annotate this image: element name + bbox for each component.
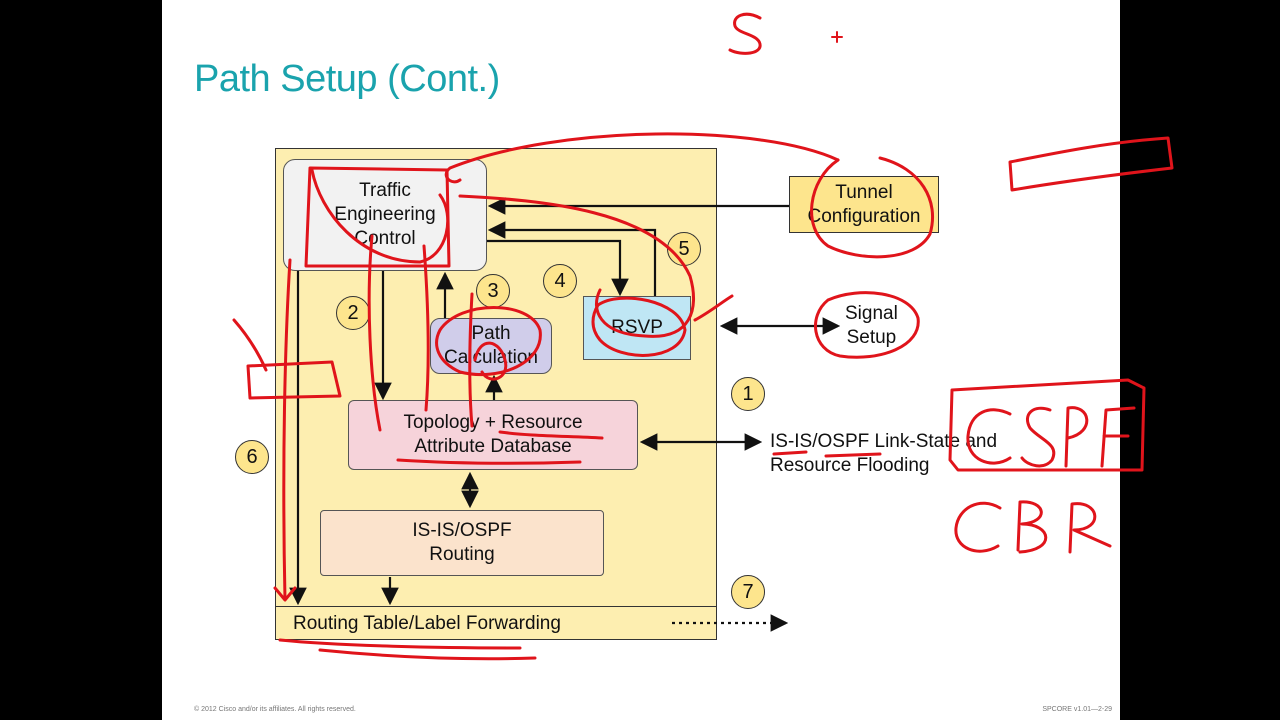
step-badge-4: 4 bbox=[543, 264, 577, 298]
signal-setup-label: Signal Setup bbox=[845, 303, 898, 348]
traffic-engineering-control-box: Traffic Engineering Control bbox=[283, 159, 487, 271]
topology-resource-database-box: Topology + Resource Attribute Database bbox=[348, 400, 638, 470]
tick-rsvp bbox=[693, 294, 734, 322]
arrow-arc-tunnel-to-tec bbox=[444, 132, 840, 184]
scribble-path-calculation bbox=[473, 341, 508, 381]
isis-ospf-routing-box: IS-IS/OSPF Routing bbox=[320, 510, 604, 576]
arrow-tec-to-rsvp bbox=[487, 239, 629, 297]
loop-tec-rsvp bbox=[458, 194, 695, 338]
step-badge-1: 1 bbox=[731, 377, 765, 411]
link-state-flooding-label: IS-IS/OSPF Link-State and Resource Flood… bbox=[770, 431, 998, 476]
handwritten-cbr bbox=[954, 500, 1112, 554]
circle-rsvp bbox=[591, 296, 687, 357]
copyright-footer: © 2012 Cisco and/or its affiliates. All … bbox=[194, 706, 356, 713]
circle-path-calculation bbox=[435, 306, 542, 377]
circle-tunnel bbox=[810, 156, 935, 259]
step-badge-5: 5 bbox=[667, 232, 701, 266]
rect-tec bbox=[304, 166, 451, 268]
handwritten-s bbox=[728, 12, 762, 55]
step-badge-6: 6 bbox=[235, 440, 269, 474]
arrow-rsvp-to-tec bbox=[487, 221, 657, 296]
underline-routing-table bbox=[278, 638, 537, 661]
routing-table-divider bbox=[275, 606, 717, 607]
box-cspf bbox=[948, 378, 1146, 472]
routing-table-label: Routing Table/Label Forwarding bbox=[293, 613, 561, 634]
handwritten-cspf bbox=[966, 406, 1136, 468]
course-footer: SPCORE v1.01—2-29 bbox=[1042, 706, 1112, 713]
circle-signal-setup bbox=[814, 291, 920, 359]
underline-attribute bbox=[396, 458, 582, 465]
line-tec-to-db bbox=[367, 234, 474, 432]
scribble-left bbox=[232, 318, 342, 400]
underline-resource bbox=[498, 430, 604, 440]
step-badge-7: 7 bbox=[731, 575, 765, 609]
underline-isis bbox=[772, 450, 882, 458]
step-badge-2: 2 bbox=[336, 296, 370, 330]
line-step-6 bbox=[273, 258, 297, 602]
scribble-top-right bbox=[1008, 136, 1174, 192]
slide-title: Path Setup (Cont.) bbox=[194, 58, 500, 100]
handwritten-plus bbox=[831, 31, 843, 43]
arc-tec bbox=[310, 168, 450, 264]
